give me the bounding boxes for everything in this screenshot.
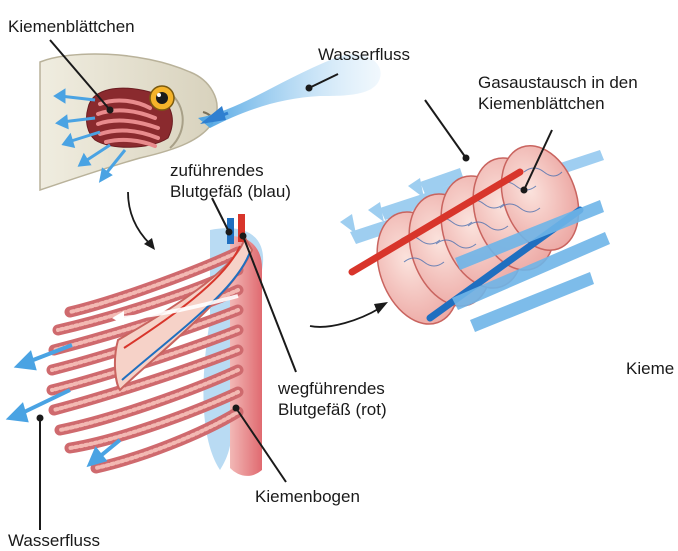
label-wegfuehrend: wegführendes Blutgefäß (rot) bbox=[278, 378, 387, 420]
label-gasaustausch: Gasaustausch in den Kiemenblättchen bbox=[478, 72, 638, 114]
label-zufuehrend: zuführendes Blutgefäß (blau) bbox=[170, 160, 291, 202]
label-wegfuehrend-line1: wegführendes bbox=[278, 378, 387, 399]
label-gasaustausch-line2: Kiemenblättchen bbox=[478, 93, 638, 114]
water-stream-into-mouth bbox=[198, 54, 381, 128]
arrow-arch-to-detail bbox=[310, 308, 380, 327]
arrow-fish-to-arch bbox=[128, 192, 150, 244]
gill-arch bbox=[52, 214, 263, 476]
leader-wasserfluss-detail bbox=[425, 100, 466, 158]
leader-zufuehrend bbox=[212, 198, 229, 232]
label-kieme-cut: Kieme bbox=[626, 358, 674, 379]
label-gasaustausch-line1: Gasaustausch in den bbox=[478, 72, 638, 93]
label-wasserfluss-bottom: Wasserfluss bbox=[8, 530, 100, 551]
label-wegfuehrend-line2: Blutgefäß (rot) bbox=[278, 399, 387, 420]
label-kiemenbogen: Kiemenbogen bbox=[255, 486, 360, 507]
label-wasserfluss-top: Wasserfluss bbox=[318, 44, 410, 65]
label-zufuehrend-line1: zuführendes bbox=[170, 160, 291, 181]
label-kiemenblaettchen-top: Kiemenblättchen bbox=[8, 16, 135, 37]
label-zufuehrend-line2: Blutgefäß (blau) bbox=[170, 181, 291, 202]
lamella-disks bbox=[362, 135, 592, 336]
